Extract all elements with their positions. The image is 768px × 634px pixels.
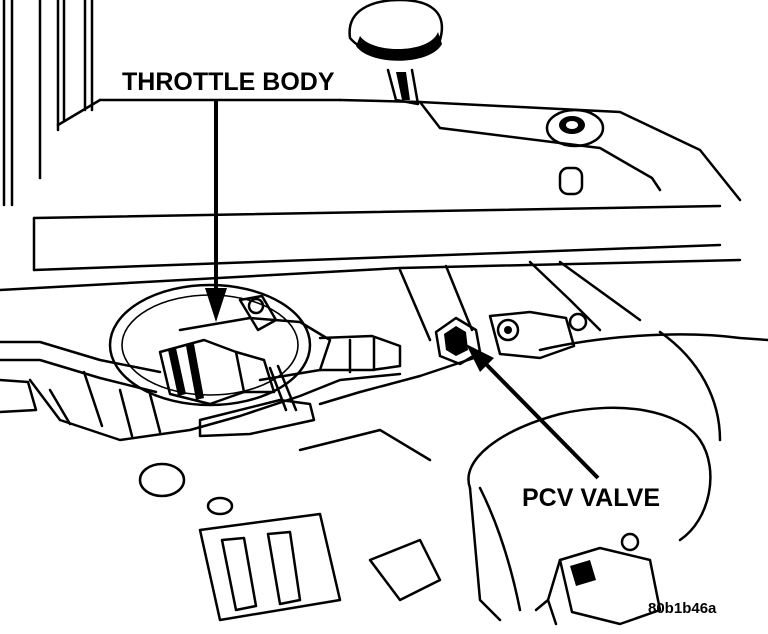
lower-details [138,428,442,622]
upper-bolt [545,108,605,196]
throttle-body-label: THROTTLE BODY [122,68,335,96]
pcv-valve-arrowhead [466,344,494,372]
hose-connector [0,338,402,442]
intake-housing [467,330,768,622]
pcv-valve-assembly [318,260,642,406]
throttle-body-callout: THROTTLE BODY [122,68,335,322]
left-frame [2,0,342,207]
throttle-body-assembly [108,283,402,407]
lower-connector [534,532,662,626]
throttle-body-arrowhead [205,288,227,322]
pcv-valve-label: PCV VALVE [522,484,660,512]
horizontal-bar [0,98,742,292]
figure-id: 80b1b46a [648,600,717,617]
bracket [0,364,316,438]
top-fastener [348,0,443,106]
pcv-valve-callout: PCV VALVE [466,344,660,512]
